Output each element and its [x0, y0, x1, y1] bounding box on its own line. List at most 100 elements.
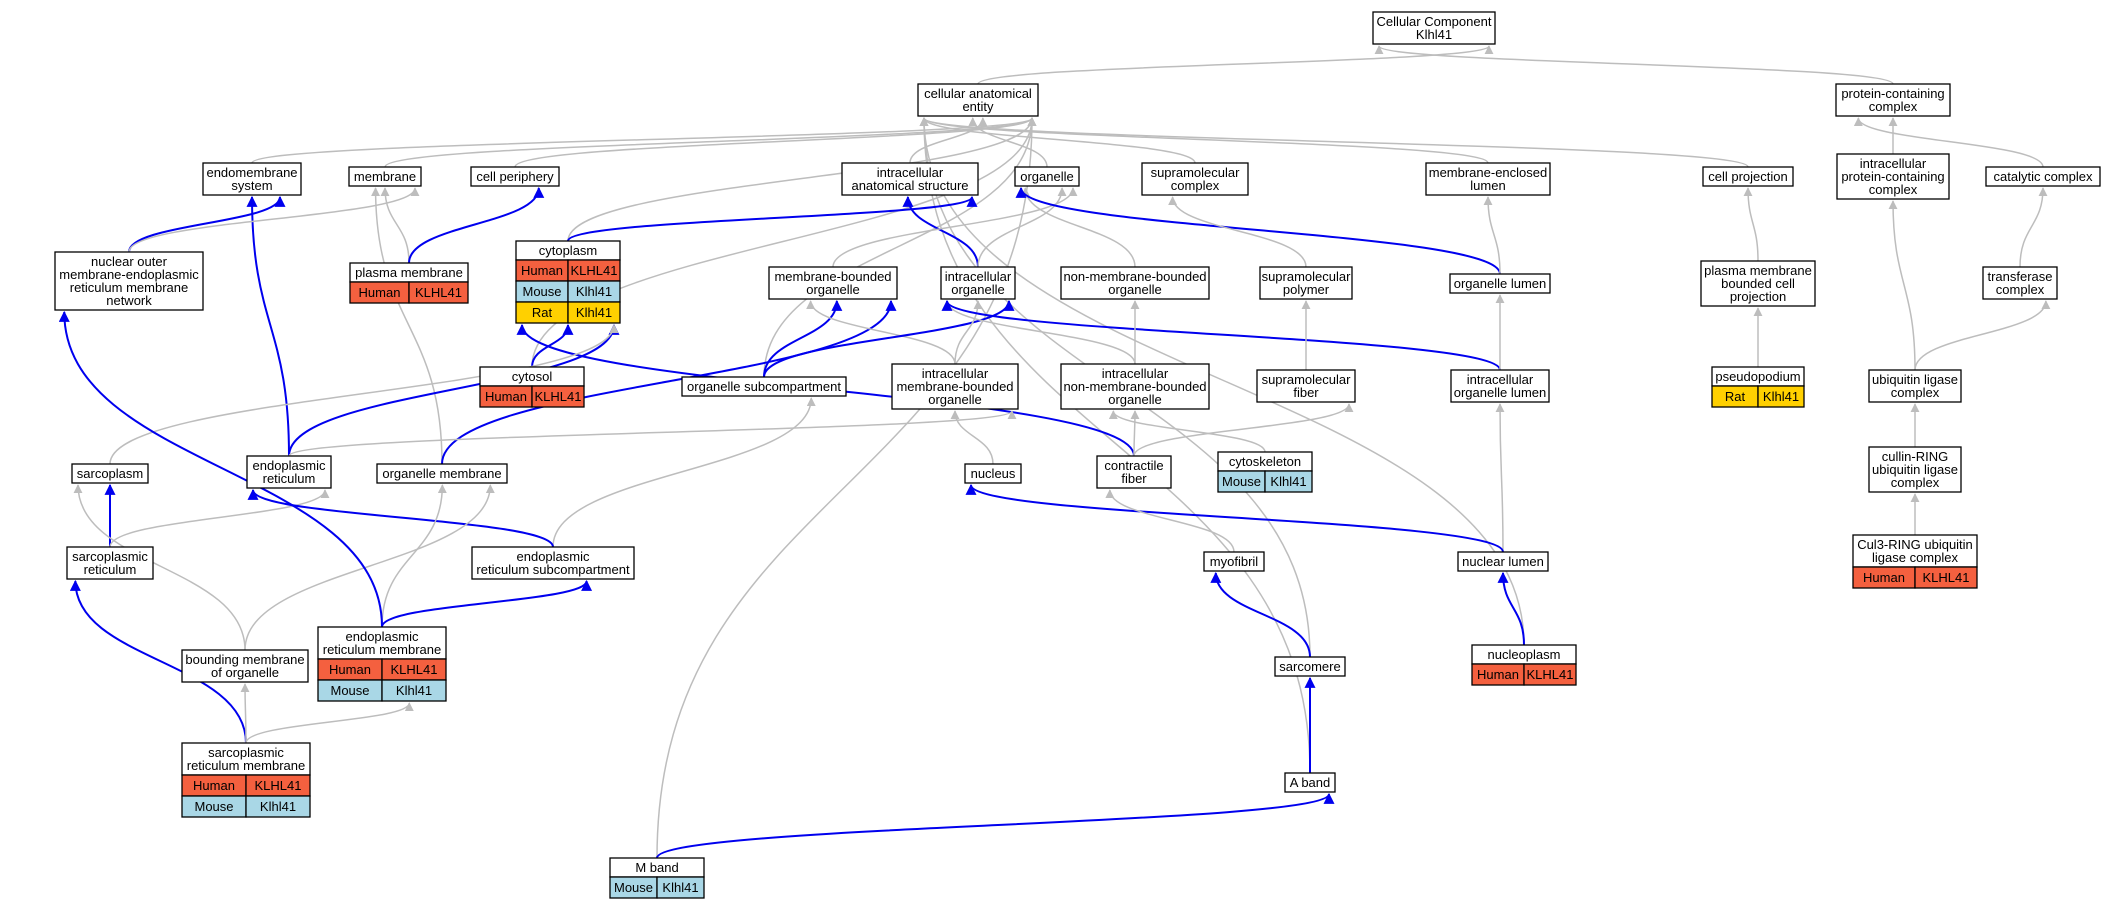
node-membrane[interactable]: membrane	[348, 166, 422, 187]
node-label: reticulum	[263, 471, 316, 486]
species-label: Mouse	[614, 880, 653, 895]
node-label: bounded cell	[1721, 276, 1795, 291]
node-label: transferase	[1987, 269, 2052, 284]
node-ol[interactable]: organelle lumen	[1449, 273, 1551, 294]
edge-nucleus-to-imbo	[950, 410, 994, 465]
edge-osc-to-io	[763, 299, 1015, 378]
node-box	[1060, 363, 1210, 410]
node-sarcomere[interactable]: sarcomere	[1274, 656, 1346, 677]
node-label: organelle lumen	[1454, 385, 1547, 400]
node-sarcoplasm[interactable]: sarcoplasm	[71, 463, 149, 484]
edge-mband-to-cae	[656, 117, 1037, 859]
node-label: entity	[962, 99, 994, 114]
node-box	[1985, 166, 2101, 187]
gene-cell	[656, 876, 705, 899]
node-cellproj[interactable]: cell projection	[1702, 166, 1794, 187]
node-nomer[interactable]: nuclear outermembrane-endoplasmicreticul…	[54, 251, 204, 311]
edge-cf-to-supfib	[1133, 403, 1354, 457]
node-label: organelle	[951, 282, 1005, 297]
node-label: reticulum membrane	[187, 758, 306, 773]
edge-imbo-to-mbo	[806, 300, 956, 365]
node-nucleus[interactable]: nucleus	[964, 463, 1022, 484]
edge-cellper-to-cae	[514, 117, 1037, 168]
species-label: Human	[1863, 570, 1905, 585]
node-label: complex	[1891, 475, 1940, 490]
node-label: cellular anatomical	[924, 86, 1032, 101]
node-label: organelle	[1108, 392, 1162, 407]
node-label: reticulum membrane	[323, 642, 442, 657]
edge-catcomp-to-pcc	[1853, 117, 2044, 168]
species-label: Mouse	[330, 683, 369, 698]
species-label: Human	[1477, 667, 1519, 682]
node-aband[interactable]: A band	[1284, 772, 1336, 793]
node-box	[1868, 446, 1962, 493]
node-label: lumen	[1470, 178, 1505, 193]
edge-ias-to-cae	[909, 117, 988, 164]
gene-label: Klhl41	[576, 305, 612, 320]
node-label: cytosol	[512, 369, 553, 384]
node-organelle[interactable]: organelle	[1014, 166, 1080, 187]
node-box	[1836, 153, 1950, 200]
edge-erm-to-ersub	[381, 579, 593, 628]
node-label: sarcoplasmic	[208, 745, 284, 760]
node-label: membrane	[354, 169, 416, 184]
node-om[interactable]: organelle membrane	[376, 463, 508, 484]
node-box	[1835, 83, 1951, 117]
node-nl[interactable]: nuclear lumen	[1457, 551, 1549, 572]
node-label: cell periphery	[476, 169, 554, 184]
node-catcomp[interactable]: catalytic complex	[1985, 166, 2101, 187]
gene-label: Klhl41	[1270, 474, 1306, 489]
edge-iol-to-io	[941, 299, 1501, 371]
node-box	[71, 463, 149, 484]
node-label: ligase complex	[1872, 550, 1958, 565]
node-cellper[interactable]: cell periphery	[470, 166, 560, 187]
edge-suppoly-to-supcomp	[1168, 196, 1307, 268]
node-label: membrane-bounded	[896, 379, 1013, 394]
edge-osc-to-cae	[763, 117, 1037, 378]
node-inmbo[interactable]: intracellularnon-membrane-boundedorganel…	[1060, 363, 1210, 410]
node-box	[1700, 260, 1816, 307]
node-label: non-membrane-bounded	[1063, 379, 1206, 394]
edge-nmbo-to-organelle	[1020, 187, 1136, 268]
species-label: Rat	[1725, 389, 1746, 404]
edge-transf-to-catcomp	[2019, 187, 2048, 268]
node-myo[interactable]: myofibril	[1203, 551, 1265, 572]
node-osc[interactable]: organelle subcompartment	[681, 376, 847, 397]
node-box	[54, 251, 204, 311]
node-label: endoplasmic	[253, 458, 326, 473]
